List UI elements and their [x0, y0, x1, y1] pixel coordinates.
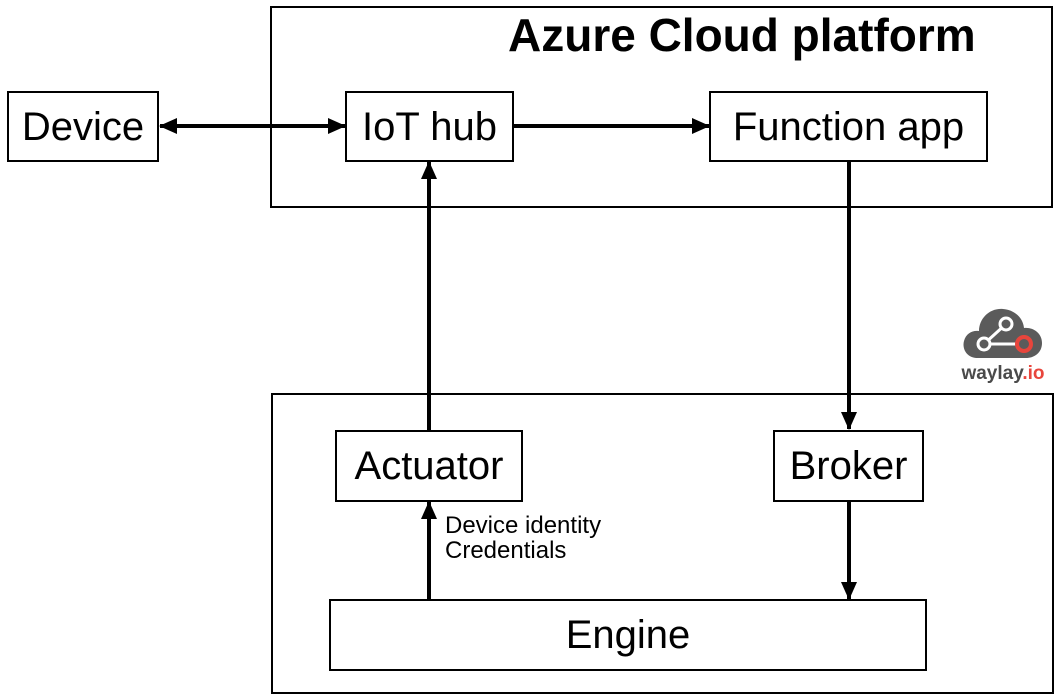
azure-cloud-container — [270, 6, 1053, 208]
annotation-device-identity: Device identity — [445, 512, 602, 539]
node-function-app: Function app — [709, 91, 988, 162]
node-actuator: Actuator — [335, 430, 523, 502]
azure-cloud-title: Azure Cloud platform — [508, 9, 976, 61]
annotation-credentials: Credentials — [445, 537, 567, 565]
cloud-network-icon — [963, 308, 1042, 358]
waylay-platform-container — [271, 393, 1054, 694]
edge-annotation: Device identity Credentials — [445, 512, 602, 565]
node-engine: Engine — [329, 599, 927, 671]
node-iot-hub: IoT hub — [345, 91, 514, 162]
node-device: Device — [7, 91, 159, 162]
waylay-logo-text: waylay.io — [961, 363, 1045, 384]
node-broker: Broker — [773, 430, 924, 502]
waylay-logo: waylay.io — [950, 300, 1056, 383]
